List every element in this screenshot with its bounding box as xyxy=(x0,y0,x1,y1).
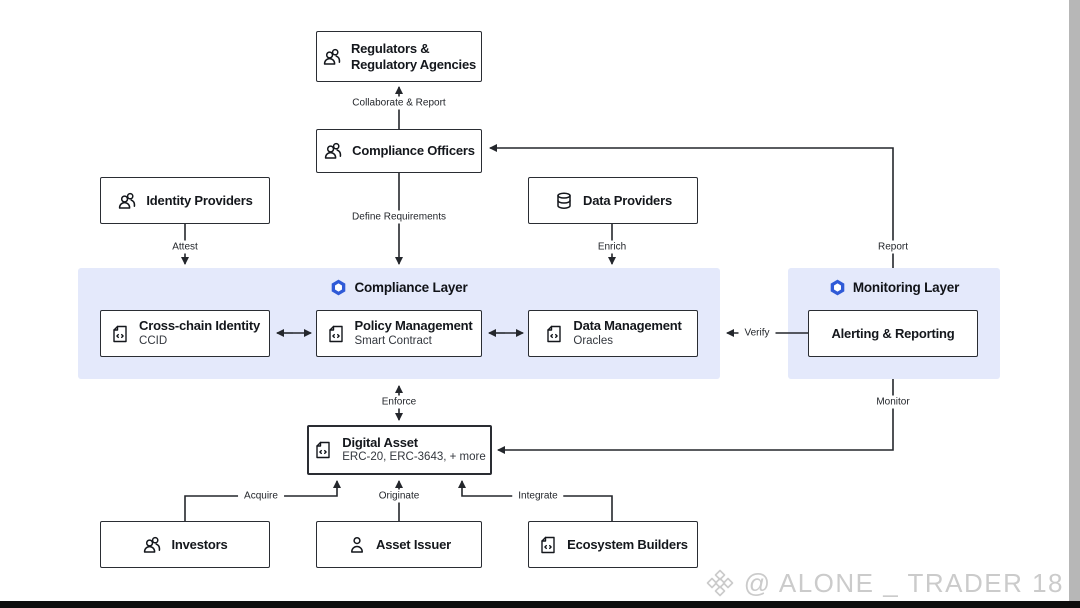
user-icon xyxy=(347,535,367,555)
edge-label-define: Define Requirements xyxy=(346,210,452,224)
compliance-layer-title: Compliance Layer xyxy=(78,279,720,296)
edge-label-report: Report xyxy=(871,240,915,254)
node-subtitle: Oracles xyxy=(573,334,613,347)
node-subtitle: Smart Contract xyxy=(354,334,432,347)
watermark-text: @ ALONE _ TRADER 18 xyxy=(743,567,1064,598)
node-digital-asset: Digital Asset ERC-20, ERC-3643, + more xyxy=(307,425,492,475)
node-ecosystem-builders: Ecosystem Builders xyxy=(528,521,698,568)
node-title: Ecosystem Builders xyxy=(567,536,688,552)
monitoring-layer-label: Monitoring Layer xyxy=(852,280,960,295)
node-alerting-reporting: Alerting & Reporting xyxy=(808,310,978,357)
node-asset-issuer: Asset Issuer xyxy=(316,521,482,568)
node-title: Digital Asset xyxy=(342,434,418,450)
node-title: Alerting & Reporting xyxy=(831,325,955,341)
edge-label-integrate: Integrate xyxy=(512,489,564,503)
node-title: Identity Providers xyxy=(146,192,253,208)
contract-icon xyxy=(544,324,564,344)
bottom-black-bar xyxy=(0,601,1080,608)
node-title: Compliance Officers xyxy=(352,143,475,159)
node-regulators: Regulators & Regulatory Agencies xyxy=(316,31,482,82)
watermark: @ ALONE _ TRADER 18 xyxy=(704,567,1064,599)
contract-icon xyxy=(326,324,346,344)
users-icon xyxy=(142,535,162,555)
compliance-layer-label: Compliance Layer xyxy=(354,280,468,295)
node-data-providers: Data Providers xyxy=(528,177,698,224)
node-identity-providers: Identity Providers xyxy=(100,177,270,224)
edge-label-originate: Originate xyxy=(372,489,426,503)
node-subtitle: CCID xyxy=(139,334,168,347)
node-cross-chain-identity: Cross-chain Identity CCID xyxy=(100,310,270,357)
chainlink-hexagon-icon xyxy=(330,279,347,296)
binance-diamond-icon xyxy=(704,567,736,599)
right-scroll-strip xyxy=(1069,0,1080,608)
monitoring-layer-title: Monitoring Layer xyxy=(788,279,1000,296)
node-title: Data Management xyxy=(573,318,682,334)
node-title: Asset Issuer xyxy=(376,536,451,552)
users-icon xyxy=(323,141,343,161)
node-title: Investors xyxy=(171,536,228,552)
contract-icon xyxy=(110,324,130,344)
contract-icon xyxy=(313,440,333,460)
node-subtitle: ERC-20, ERC-3643, + more xyxy=(342,451,486,464)
users-icon xyxy=(117,191,137,211)
edge-label-collaborate: Collaborate & Report xyxy=(346,96,452,110)
node-policy-management: Policy Management Smart Contract xyxy=(316,310,482,357)
edge-label-attest: Attest xyxy=(166,240,204,254)
node-compliance-officers: Compliance Officers xyxy=(316,129,482,173)
node-title: Regulatory Agencies xyxy=(350,56,477,72)
users-icon xyxy=(322,47,342,67)
node-investors: Investors xyxy=(100,521,270,568)
edge-label-enforce: Enforce xyxy=(375,395,423,409)
node-title: Policy Management xyxy=(354,318,473,334)
database-icon xyxy=(554,191,574,211)
node-data-management: Data Management Oracles xyxy=(528,310,698,357)
node-title: Cross-chain Identity xyxy=(139,318,260,334)
edge-label-monitor: Monitor xyxy=(870,395,916,409)
node-title: Data Providers xyxy=(583,192,672,208)
edge-label-verify: Verify xyxy=(738,326,776,340)
edge-label-acquire: Acquire xyxy=(238,489,284,503)
contract-icon xyxy=(538,535,558,555)
chainlink-hexagon-icon xyxy=(829,279,846,296)
edge-label-enrich: Enrich xyxy=(591,240,633,254)
node-title: Regulators & xyxy=(350,40,430,56)
